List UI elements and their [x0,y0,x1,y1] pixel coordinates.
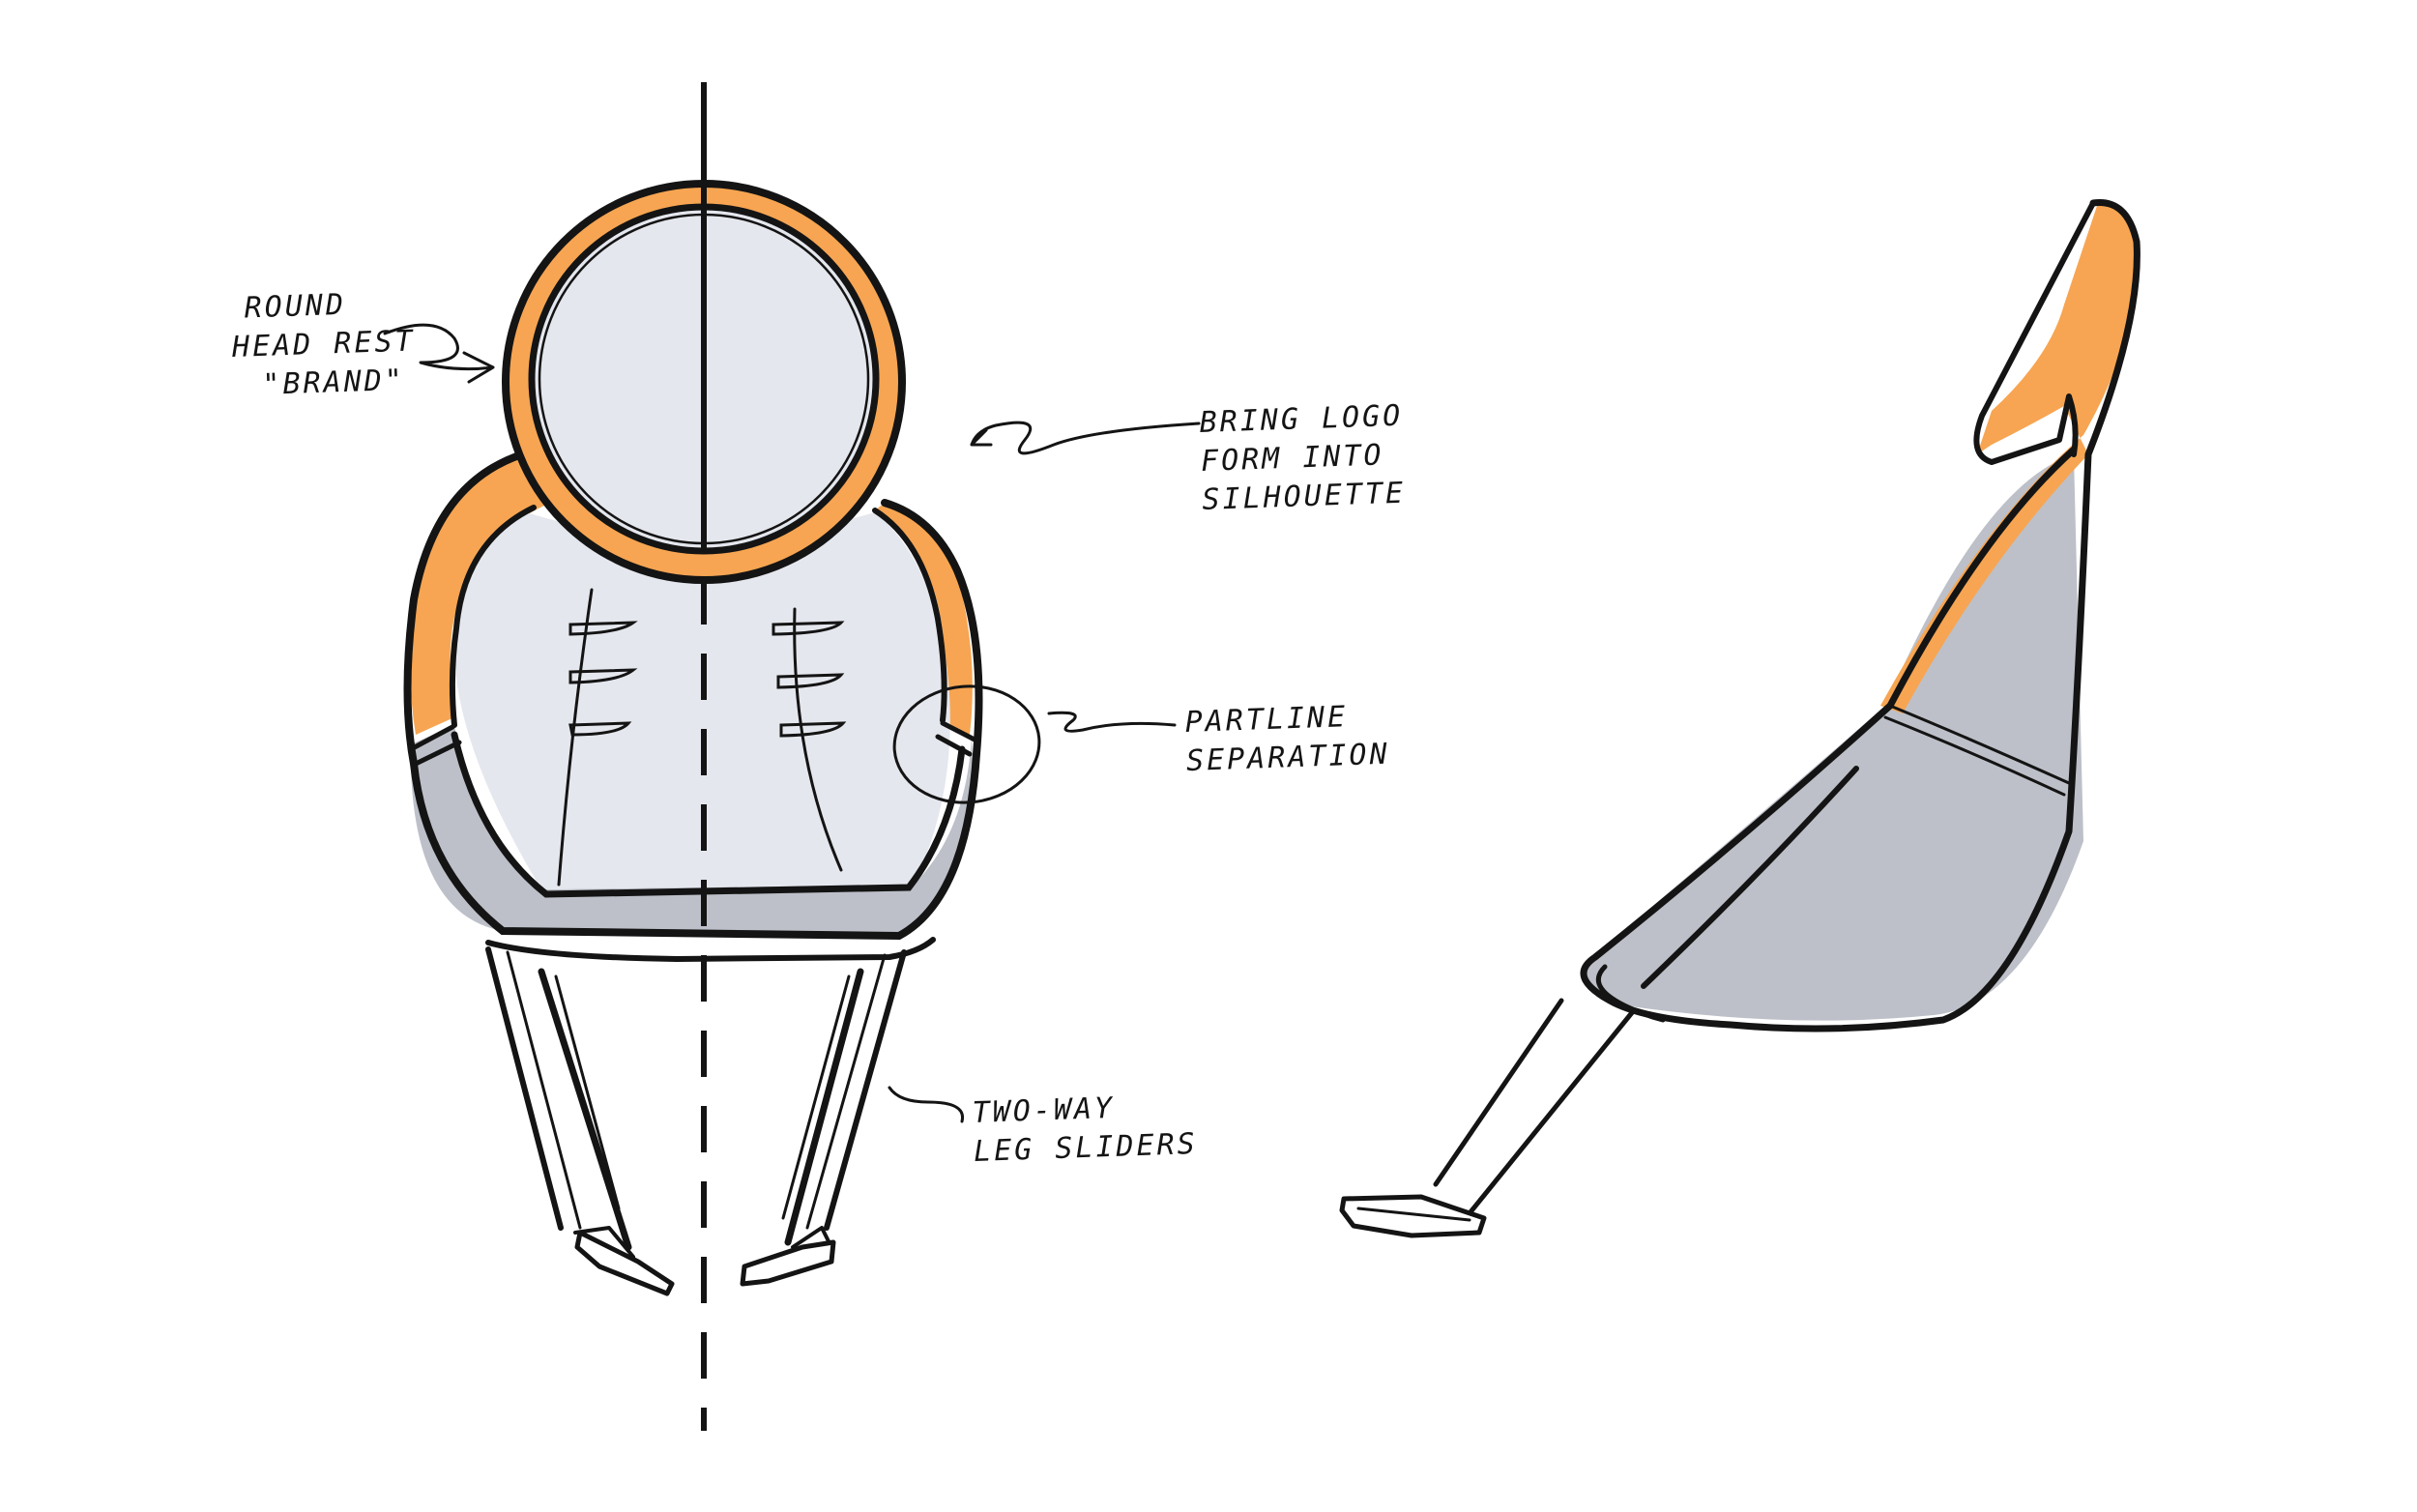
front-seat-inner-outline-left [449,505,537,728]
callout-lines [383,323,1201,1123]
front-foot-right [740,1239,836,1287]
side-front-curve [1595,964,1666,1023]
side-backrest-outline [1973,200,2096,465]
side-inner-edge [1641,766,1859,989]
headrest-arrow [383,323,495,384]
partline-callout-line [1047,711,1177,733]
front-seat-bottom-edge [485,937,936,963]
front-seat-outer-outline [403,451,983,941]
side-seat-outline [1580,199,2140,1032]
front-leg-right [740,949,907,1287]
front-partline-right [935,720,977,757]
logo-annotation: BRING LOGO FORM INTO SILHOUETTE [1199,398,1407,517]
side-backrest-orange [1880,203,2136,713]
legs-annotation: TWO-WAY LEG SLIDERS [972,1090,1199,1169]
side-foot [1339,1194,1487,1238]
side-partline [1883,704,2071,797]
front-leg-left [485,946,675,1296]
front-cushion-stitches [557,588,847,887]
side-view-chair [1339,199,2140,1238]
front-view-chair [403,82,983,1431]
front-seat-orange-shell [410,454,551,735]
partline-callout-circle [892,684,1041,804]
partline-annotation: PARTLINE SEPARATION [1184,700,1391,778]
front-foot-left [574,1230,675,1296]
side-legs [1339,998,1637,1238]
logo-arrow [970,421,1201,455]
front-partline-left [408,724,462,767]
headrest-annotation: ROUND HEAD REST "BRAND" [231,287,417,402]
legs-callout-line [888,1086,965,1123]
front-seat-cushion [454,512,950,889]
